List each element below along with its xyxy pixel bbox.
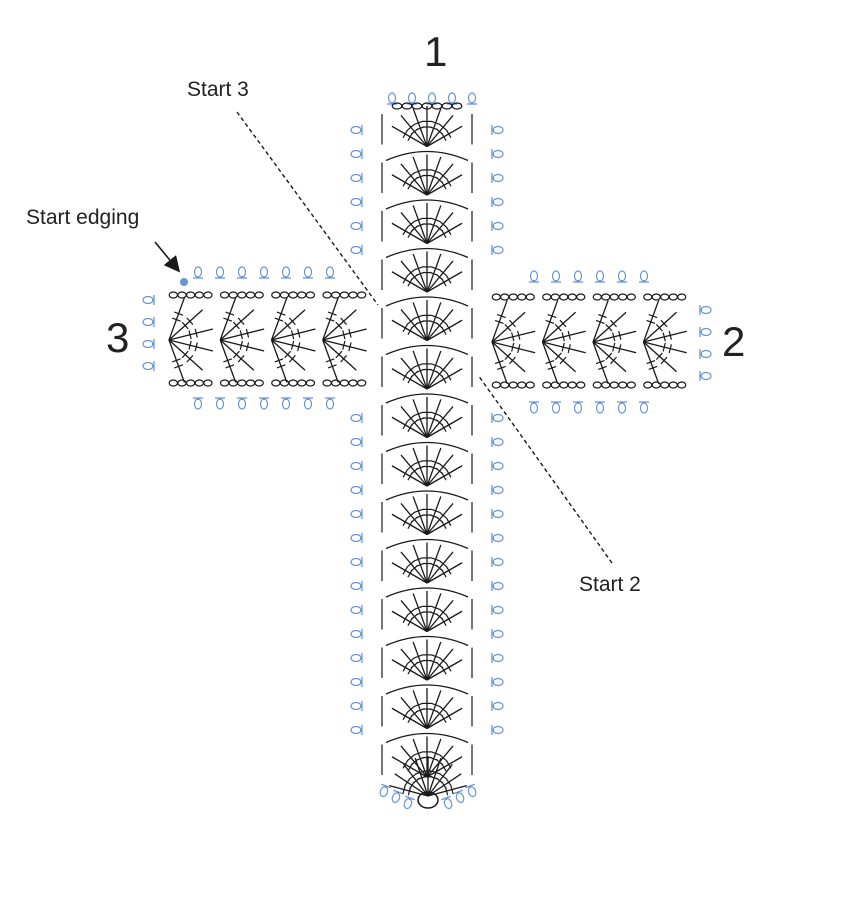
shaft-row xyxy=(381,684,473,730)
arm-3-label: 3 xyxy=(106,314,130,361)
start-edging-label: Start edging xyxy=(26,206,140,229)
start-3-leader xyxy=(236,111,379,306)
stitch-layer xyxy=(168,102,687,809)
shaft-row xyxy=(381,296,473,342)
shaft-row xyxy=(381,102,473,148)
start-3-label: Start 3 xyxy=(187,78,249,101)
edging-layer xyxy=(142,92,712,810)
arm-2-label: 2 xyxy=(722,318,746,365)
shaft-row xyxy=(381,490,473,536)
shaft-row xyxy=(381,635,473,681)
left-arm xyxy=(168,291,367,387)
start-edging-dot xyxy=(180,278,188,286)
shaft-row xyxy=(381,732,473,778)
shaft-row xyxy=(381,393,473,439)
shaft-row xyxy=(381,538,473,584)
shaft-row xyxy=(381,247,473,293)
right-arm xyxy=(491,293,687,389)
start-2-leader xyxy=(477,374,613,564)
start-2-label: Start 2 xyxy=(579,573,641,596)
shaft-row xyxy=(381,587,473,633)
start-edging-arrow xyxy=(154,241,181,273)
shaft-row xyxy=(381,441,473,487)
arm-1-label: 1 xyxy=(424,28,448,75)
shaft-row xyxy=(381,344,473,390)
shaft-row xyxy=(381,199,473,245)
shaft-row xyxy=(381,150,473,196)
